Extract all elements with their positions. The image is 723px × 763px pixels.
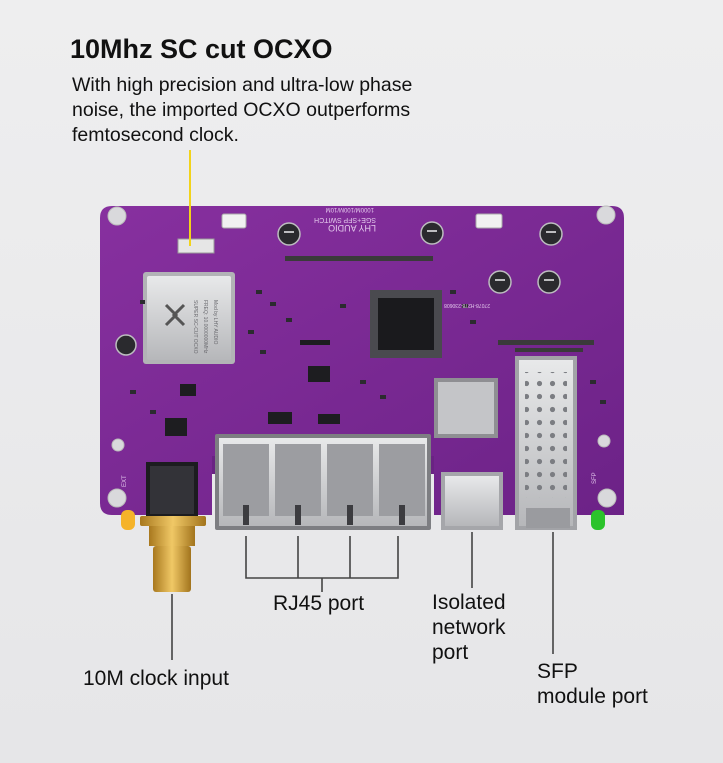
- sfp-led-icon: [591, 510, 605, 530]
- board-serial: 27078-H278-230608: [444, 302, 490, 308]
- mounting-holes: [107, 205, 617, 508]
- sfp-port-label: SFP module port: [537, 659, 648, 709]
- crystal: [177, 238, 215, 254]
- board-speed: 1000M/100M/10M: [326, 206, 374, 212]
- clock-input-label: 10M clock input: [83, 667, 229, 690]
- isolated-label-line-1: Isolated: [432, 591, 506, 614]
- switch-chip: [370, 290, 442, 358]
- board-model: SGE+SFP SWITCH: [314, 216, 376, 223]
- sfp-cage: [515, 356, 577, 530]
- isolated-label-line-2: network: [432, 616, 506, 639]
- isolated-port-label: Isolated network port: [432, 590, 506, 665]
- rj45-port-label: RJ45 port: [273, 592, 365, 615]
- pointer-lines: [171, 532, 554, 660]
- description: With high precision and ultra-low phase …: [72, 74, 413, 146]
- rj45-connector: [215, 434, 431, 530]
- silkscreen-text: LHY AUDIO SGE+SFP SWITCH 1000M/100M/10M …: [122, 206, 598, 487]
- ocxo-line-3: Mod by LHY AUDIO: [212, 300, 218, 344]
- ocxo-module: [143, 272, 235, 364]
- magnetics: [434, 378, 498, 438]
- board-brand: LHY AUDIO: [328, 223, 376, 233]
- top-connectors: [221, 213, 503, 229]
- sfp-label: SFP: [592, 472, 598, 484]
- ocxo-line-2: FREQ: 10.0000000MHz: [202, 300, 208, 354]
- smd-parts: [130, 290, 606, 414]
- ext-led-icon: [121, 510, 135, 530]
- ext-label: EXT: [122, 475, 128, 487]
- heading: 10Mhz SC cut OCXO: [70, 34, 333, 64]
- bnc-clock-connector: [140, 462, 206, 592]
- sfp-label-line-1: SFP: [537, 660, 578, 683]
- ocxo-line-1: SUPER SC-CUT OCXO: [192, 300, 198, 354]
- capacitors: [115, 221, 563, 356]
- isolated-rj45: [441, 472, 503, 530]
- small-ics: [165, 340, 340, 436]
- sfp-label-line-2: module port: [537, 685, 648, 708]
- lhy-logo-icon: [164, 303, 186, 327]
- pin-headers: [285, 256, 594, 352]
- isolated-label-line-3: port: [432, 641, 469, 664]
- ocxo-text: SUPER SC-CUT OCXO FREQ: 10.0000000MHz Mo…: [192, 300, 218, 354]
